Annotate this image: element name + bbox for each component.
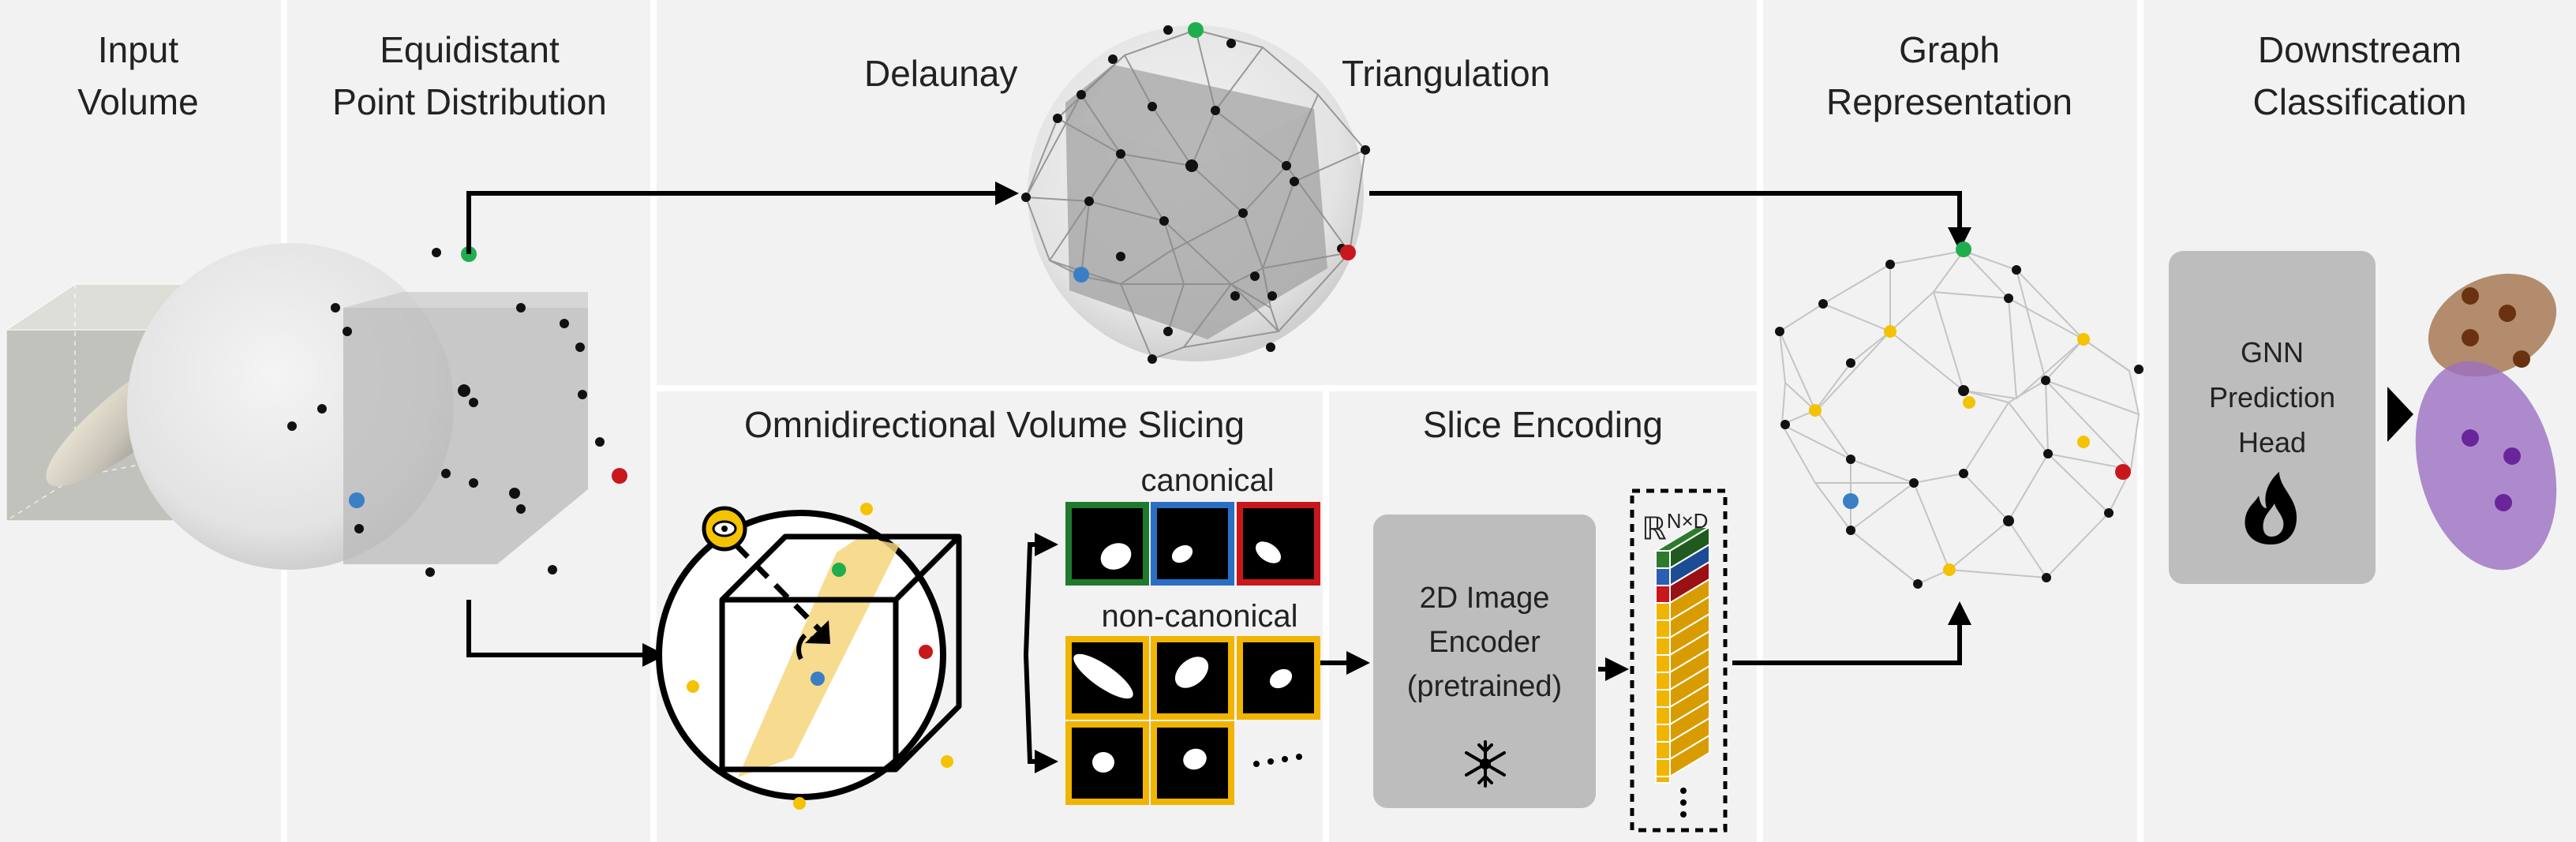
arrow-embedding-to-graph (1732, 601, 1971, 665)
graph-representation (1775, 241, 2144, 589)
arrow-split-noncanonical (1024, 654, 1058, 773)
encoder-line: (pretrained) (1406, 670, 1563, 703)
gnn-head-box (2169, 251, 2376, 584)
head-line: GNN (2241, 336, 2304, 369)
embedding-dimension-label: ℝN×D (1642, 503, 1708, 546)
heading-slice-encoding: Slice Encoding (1422, 404, 1664, 445)
gnn-head-label: GNN Prediction Head (2169, 330, 2376, 465)
embedding-stack (1630, 488, 1728, 833)
image-encoder-label: 2D Image Encoder (pretrained) (1373, 576, 1596, 709)
more-slices-ellipsis (1253, 754, 1302, 767)
heading-input-volume: Input Volume (32, 24, 245, 128)
label-canonical: canonical (1140, 463, 1275, 498)
heading-delaunay: Delaunay (864, 53, 1018, 94)
heading-line: Input (97, 29, 179, 70)
column-dividers (281, 0, 2144, 842)
slice-thumbnails (1065, 502, 1320, 805)
heading-triangulation: Triangulation (1342, 53, 1551, 94)
heading-line: Equidistant (380, 29, 560, 70)
cluster-brown (2428, 273, 2557, 377)
heading-line: Volume (77, 81, 199, 122)
arrow-points-to-delaunay (466, 181, 1019, 254)
head-line: Head (2237, 426, 2307, 458)
heading-downstream-classification: Downstream Classification (2162, 24, 2557, 128)
heading-point-distribution: Equidistant Point Distribution (304, 24, 635, 128)
encoder-line: Encoder (1428, 626, 1541, 659)
snowflake-icon (1465, 740, 1506, 788)
cluster-purple (2415, 361, 2557, 571)
dims-superscript: N×D (1666, 509, 1709, 533)
classification-clusters (2415, 273, 2557, 571)
slicing-illustration (656, 503, 962, 810)
flow-arrows (466, 181, 1971, 773)
delaunay-sphere (1021, 22, 1370, 364)
heading-line: Point Distribution (332, 81, 607, 122)
point-distribution-sphere (127, 243, 627, 577)
heading-graph-representation: Graph Representation (1784, 24, 2115, 128)
label-noncanonical: non-canonical (1101, 599, 1298, 634)
image-encoder-box (1373, 515, 1596, 808)
arrow-points-to-slicing (466, 600, 666, 667)
arrow-delaunay-to-graph (1369, 191, 1971, 251)
encoder-line: 2D Image (1419, 582, 1550, 615)
heading-line: Graph (1899, 29, 2000, 70)
arrow-head-to-downstream (2387, 387, 2413, 442)
heading-line: Classification (2252, 81, 2467, 122)
arrow-split-canonical (1024, 533, 1058, 656)
canonical-slices (1065, 502, 1320, 586)
head-line: Prediction (2208, 381, 2336, 414)
heading-line: Representation (1826, 81, 2072, 122)
flame-icon (2245, 472, 2297, 544)
heading-volume-slicing: Omnidirectional Volume Slicing (743, 404, 1245, 445)
heading-line: Downstream (2257, 29, 2462, 70)
real-symbol: ℝ (1642, 511, 1667, 547)
